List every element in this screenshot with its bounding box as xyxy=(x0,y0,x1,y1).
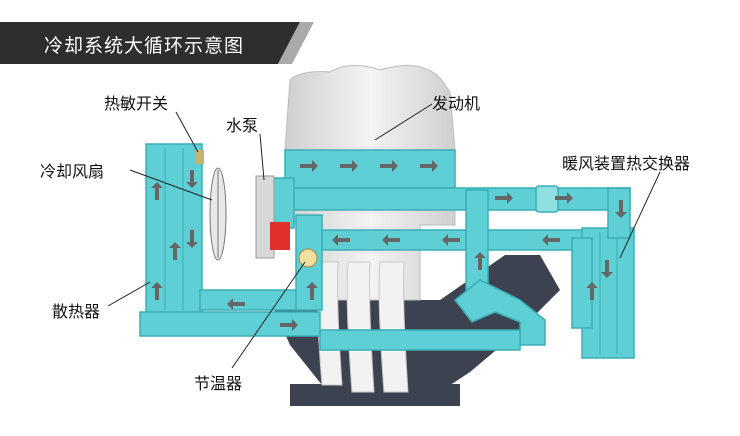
leader-water-pump xyxy=(259,133,265,181)
bypass-fitting xyxy=(453,279,546,346)
arrow xyxy=(169,242,181,260)
arrow xyxy=(586,282,598,300)
label-heater-core: 暖风装置热交换器 xyxy=(562,154,691,173)
water-pump-body xyxy=(255,175,275,259)
cylinder-3 xyxy=(378,261,409,393)
arrow xyxy=(340,160,358,172)
arrow xyxy=(420,160,438,172)
label-water-pump: 水泵 xyxy=(226,116,259,135)
label-radiator: 散热器 xyxy=(52,302,101,321)
arrow xyxy=(495,192,513,204)
arrow xyxy=(382,234,400,246)
label-cooling-fan: 冷却风扇 xyxy=(40,162,105,181)
heater-supply-pipe xyxy=(289,187,631,211)
arrow xyxy=(186,170,198,188)
heater-valve xyxy=(535,185,559,213)
arrow xyxy=(151,282,163,300)
leader-thermo-switch xyxy=(175,111,199,153)
thermo-switch xyxy=(196,150,204,164)
arrow xyxy=(300,160,318,172)
arrow xyxy=(332,234,350,246)
heater-left-riser xyxy=(571,237,593,329)
title-banner xyxy=(0,22,300,64)
cylinder-2 xyxy=(346,261,375,393)
arrow xyxy=(442,234,460,246)
leader-cooling-fan xyxy=(129,169,213,201)
arrow xyxy=(601,260,613,278)
leader-heater xyxy=(619,171,661,259)
arrow xyxy=(542,234,560,246)
arrow xyxy=(474,252,486,270)
leader-thermostat xyxy=(231,261,306,369)
edge-fade xyxy=(690,0,740,436)
lower-dark-bar xyxy=(290,384,460,406)
leader-radiator xyxy=(107,281,151,307)
radiator-outlet-pipe xyxy=(199,289,311,311)
leader-engine xyxy=(374,103,433,141)
thermostat-valve xyxy=(298,248,318,268)
arrow xyxy=(227,298,245,310)
water-pump-impeller xyxy=(270,222,290,250)
arrow xyxy=(151,182,163,200)
arrow xyxy=(306,282,318,300)
engine-bottom-return xyxy=(319,329,521,351)
flow-arrows xyxy=(151,160,627,331)
arrow xyxy=(615,200,627,218)
title-banner-accent xyxy=(278,22,314,64)
label-thermo-switch: 热敏开关 xyxy=(104,94,169,113)
label-engine: 发动机 xyxy=(432,94,481,113)
label-thermostat: 节温器 xyxy=(194,374,243,393)
arrow xyxy=(555,192,573,204)
arrow xyxy=(380,160,398,172)
arrow xyxy=(186,230,198,248)
radiator xyxy=(145,143,203,315)
arrow xyxy=(280,319,298,331)
diagram-title: 冷却系统大循环示意图 xyxy=(44,35,245,57)
